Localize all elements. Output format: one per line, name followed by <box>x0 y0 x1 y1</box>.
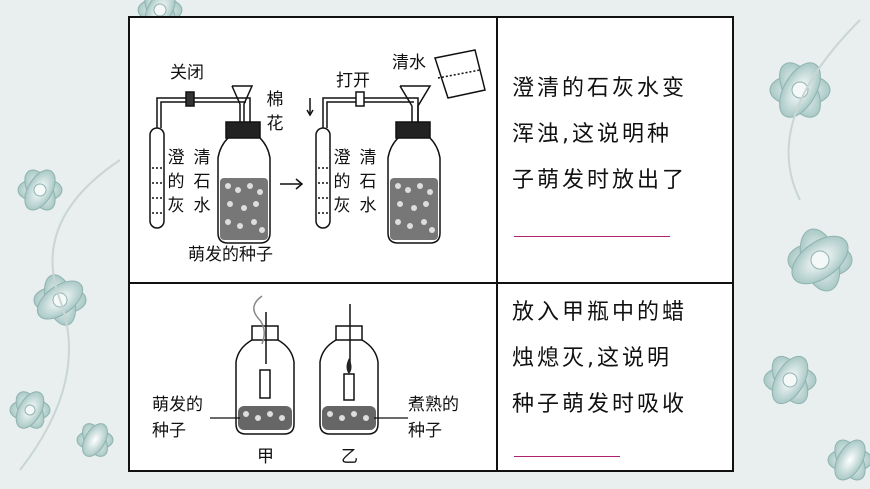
bottom-answer-text: 放入甲瓶中的蜡 烛熄灭,这说明 种子萌发时吸收 <box>512 290 727 428</box>
seeds-label-b: 种子 <box>408 421 442 441</box>
limewater-label-right-col1: 澄的灰 <box>333 148 351 216</box>
apparatus-illustration <box>149 49 486 244</box>
top-answer-text: 澄清的石灰水变 浑浊,这说明种 子萌发时放出了 <box>512 66 727 204</box>
cotton-label: 棉花 <box>266 90 284 134</box>
text-line: 澄清的石灰水变 <box>512 76 688 101</box>
question-card: 关闭 棉花 澄的灰 清石水 打开 清水 澄的灰 清石水 萌发的种子 澄清的石灰水… <box>128 16 734 472</box>
limewater-label-right-col2: 清石水 <box>359 148 377 216</box>
co2-experiment-diagram: 关闭 棉花 澄的灰 清石水 打开 清水 澄的灰 清石水 萌发的种子 <box>130 18 496 282</box>
text-line: 子萌发时放出了 <box>512 168 688 193</box>
jar-b-label: 乙 <box>341 447 358 467</box>
o2-experiment-diagram: 萌发的 种子 煮熟的 种子 甲 乙 <box>130 284 496 470</box>
limewater-label-col1: 澄的灰 <box>167 148 185 216</box>
candle-jars-illustration <box>210 295 408 435</box>
germinating-seeds-label-a: 萌发的 <box>152 395 203 415</box>
valve-open-label: 打开 <box>336 71 370 91</box>
row-divider <box>130 282 732 284</box>
valve-closed-label: 关闭 <box>170 63 204 83</box>
jar-a-label: 甲 <box>257 447 274 467</box>
column-divider <box>496 18 498 470</box>
limewater-label-col2: 清石水 <box>193 148 211 216</box>
seeds-label-a: 种子 <box>152 421 186 441</box>
water-label: 清水 <box>392 53 426 73</box>
answer-blank-1[interactable] <box>514 236 670 237</box>
text-line: 烛熄灭,这说明 <box>512 346 672 371</box>
boiled-seeds-label: 煮熟的 <box>408 395 459 415</box>
germinating-seeds-label: 萌发的种子 <box>188 245 273 265</box>
text-line: 浑浊,这说明种 <box>512 122 672 147</box>
text-line: 种子萌发时吸收 <box>512 392 688 417</box>
text-line: 放入甲瓶中的蜡 <box>512 300 688 325</box>
answer-blank-2[interactable] <box>514 456 620 457</box>
